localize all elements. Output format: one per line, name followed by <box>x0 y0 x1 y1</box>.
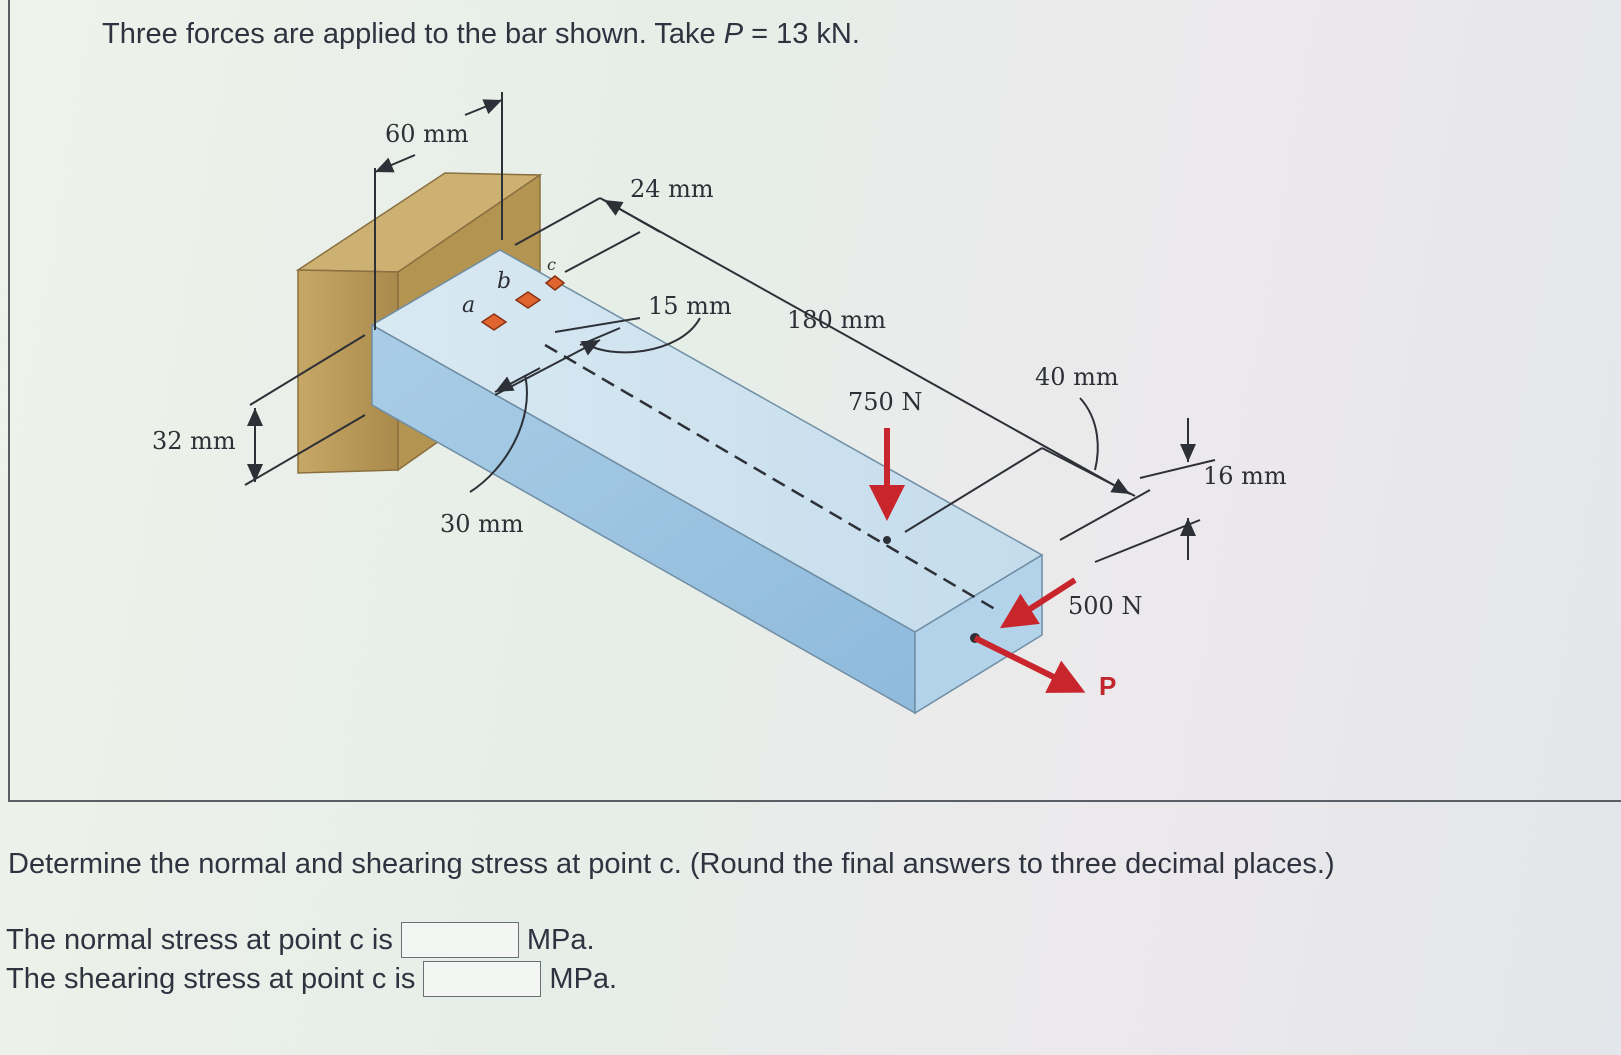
shear-stress-unit: MPa. <box>549 962 618 995</box>
shear-stress-row: The shearing stress at point c is MPa. <box>6 961 617 997</box>
dim-label-30mm: 30 mm <box>440 510 524 538</box>
force-label-750n: 750 N <box>848 388 922 416</box>
dimension-32mm <box>244 334 366 486</box>
question-text: Determine the normal and shearing stress… <box>8 848 1335 880</box>
force-750n-arrow <box>869 428 905 544</box>
dim-label-15mm: 15 mm <box>648 292 732 320</box>
point-markers <box>480 275 566 331</box>
dim-label-24mm: 24 mm <box>630 175 714 203</box>
label-b: b <box>497 269 511 294</box>
figure-panel <box>8 0 1621 802</box>
dim-label-32mm: 32 mm <box>152 427 236 455</box>
label-a: a <box>462 293 475 318</box>
force-500n-arrow <box>999 577 1077 629</box>
label-c: c <box>547 255 556 274</box>
dim-label-16mm: 16 mm <box>1203 462 1287 490</box>
dimension-40mm <box>904 397 1136 533</box>
point-c-marker <box>544 275 566 291</box>
dimension-60mm <box>374 92 503 330</box>
point-a-marker <box>480 313 508 331</box>
dim-label-60mm: 60 mm <box>385 120 469 148</box>
normal-stress-row: The normal stress at point c is MPa. <box>6 922 595 958</box>
normal-stress-unit: MPa. <box>526 923 595 956</box>
problem-intro-suffix: = 13 kN. <box>743 18 860 50</box>
force-p-arrow <box>973 635 1086 693</box>
normal-stress-label: The normal stress at point c is <box>6 923 393 956</box>
bar-figure: a b c 60 mm 24 mm 180 mm 15 mm 30 mm 32 <box>152 92 1287 715</box>
problem-statement: Three forces are applied to the bar show… <box>102 18 860 51</box>
shear-stress-input[interactable] <box>423 961 542 997</box>
normal-stress-input[interactable] <box>400 922 519 958</box>
problem-intro-prefix: Three forces are applied to the bar show… <box>102 18 724 50</box>
dim-label-180mm: 180 mm <box>787 306 886 334</box>
rectangular-bar <box>370 249 1044 715</box>
shear-stress-label: The shearing stress at point c is <box>6 962 416 995</box>
force-label-p: P <box>1099 671 1116 701</box>
point-b-marker <box>514 291 542 309</box>
dimension-30mm <box>469 339 601 493</box>
dimension-16mm <box>1094 418 1216 563</box>
force-label-500n: 500 N <box>1068 592 1142 620</box>
problem-intro-variable: P <box>723 18 744 50</box>
dimension-24-180mm <box>514 197 1151 541</box>
dim-label-40mm: 40 mm <box>1035 363 1119 391</box>
